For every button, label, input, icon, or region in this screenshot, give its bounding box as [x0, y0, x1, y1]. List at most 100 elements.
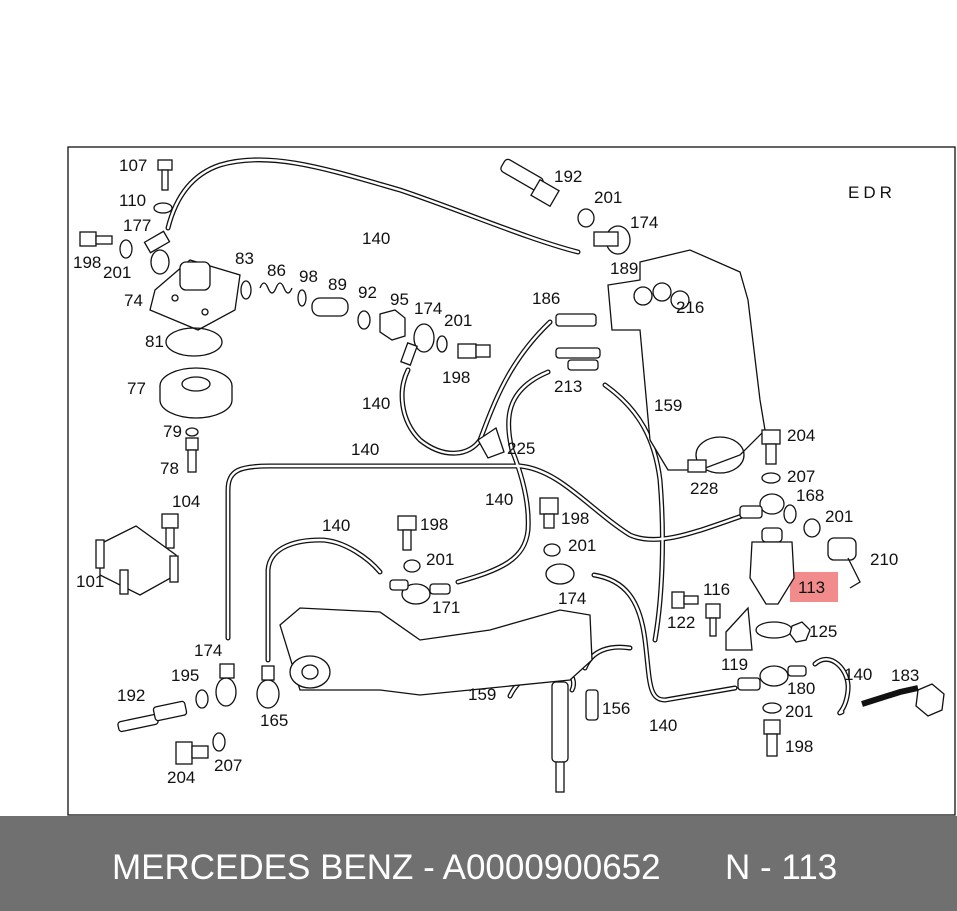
oring-81: [165, 327, 223, 357]
label-186: 186: [532, 289, 560, 308]
label-174: 174: [414, 299, 442, 318]
label-183: 183: [891, 666, 919, 685]
banjo-174c: [545, 563, 575, 585]
label-122: 122: [667, 613, 695, 632]
position-number-text: N - 113: [725, 848, 838, 887]
diagram-frame: [67, 146, 956, 816]
banjo-168: [739, 493, 797, 524]
bolt-198d: [539, 497, 559, 529]
label-116: 116: [703, 580, 730, 599]
corner-label: EDR: [848, 183, 896, 202]
label-204: 204: [167, 768, 195, 787]
clamp-225: [477, 426, 505, 459]
washer-201c: [577, 208, 595, 228]
label-216: 216: [676, 298, 704, 317]
bolt-198c: [397, 515, 417, 551]
cable-tie-228: [687, 436, 745, 474]
washer-201a: [119, 239, 133, 259]
label-174: 174: [194, 641, 222, 660]
label-107: 107: [119, 156, 147, 175]
part-number-text: MERCEDES BENZ - A0000900652: [112, 848, 661, 887]
label-140: 140: [362, 229, 390, 248]
bolt-116: [705, 603, 721, 637]
washer-207a: [761, 472, 781, 484]
banjo-174b: [593, 225, 631, 255]
label-201: 201: [568, 536, 596, 555]
bolt-198e: [763, 719, 781, 757]
washer-201g: [762, 702, 782, 714]
label-140: 140: [649, 716, 677, 735]
label-204: 204: [787, 426, 815, 445]
washer-207b: [212, 732, 226, 752]
label-180: 180: [787, 679, 815, 698]
label-192: 192: [554, 167, 582, 186]
washer-201b: [436, 335, 448, 353]
label-201: 201: [785, 702, 813, 721]
ring-83: [240, 280, 252, 300]
banjo-180: [737, 665, 807, 691]
label-201: 201: [825, 507, 853, 526]
label-174: 174: [630, 213, 658, 232]
label-86: 86: [267, 261, 286, 280]
fitting-156: [585, 689, 599, 721]
label-119: 119: [721, 655, 748, 674]
clip-110: [153, 202, 173, 214]
label-210: 210: [870, 550, 898, 569]
washer-195: [195, 689, 209, 709]
bolt-204b: [175, 741, 209, 765]
disc-98: [297, 289, 307, 307]
label-201: 201: [426, 550, 454, 569]
label-81: 81: [145, 332, 164, 351]
label-159: 159: [654, 396, 682, 415]
bolt-107: [157, 159, 173, 191]
label-125: 125: [809, 622, 837, 641]
bolt-104: [161, 513, 179, 549]
washer-92: [357, 310, 371, 330]
washer-201e: [403, 559, 421, 573]
label-201: 201: [444, 311, 472, 330]
label-74: 74: [124, 291, 143, 310]
banjo-177: [143, 230, 171, 275]
label-174: 174: [558, 589, 586, 608]
label-177: 177: [123, 216, 151, 235]
label-140: 140: [485, 490, 513, 509]
bracket-74: [149, 259, 241, 331]
label-207: 207: [787, 467, 815, 486]
label-95: 95: [390, 290, 409, 309]
pipe-183: [861, 683, 945, 717]
bolt-122: [671, 591, 699, 609]
label-198: 198: [785, 737, 813, 756]
label-140: 140: [362, 394, 390, 413]
label-198: 198: [442, 368, 470, 387]
label-192: 192: [117, 686, 145, 705]
label-113: 113: [798, 578, 825, 597]
washer-201d: [803, 518, 821, 538]
label-198: 198: [420, 515, 448, 534]
label-225: 225: [507, 439, 535, 458]
bracket-119: [725, 606, 753, 651]
label-79: 79: [163, 422, 182, 441]
callout-labels: EDR 107 110 177 198 201 74 140 83 86 98 …: [73, 156, 919, 787]
label-159: 159: [468, 685, 496, 704]
banjo-174d: [215, 663, 237, 707]
label-98: 98: [299, 267, 318, 286]
bolt-198b: [457, 343, 491, 359]
banjo-174a: [400, 323, 435, 366]
label-228: 228: [690, 479, 718, 498]
footer-bar: [0, 816, 957, 911]
label-140: 140: [322, 516, 350, 535]
banjo-171: [389, 579, 451, 605]
clamp-band: [755, 621, 793, 639]
components: [79, 158, 945, 793]
label-201: 201: [594, 188, 622, 207]
bolt-78: [185, 437, 199, 473]
label-171: 171: [432, 598, 460, 617]
label-168: 168: [796, 486, 824, 505]
injection-pump: [607, 249, 766, 471]
label-140: 140: [844, 665, 872, 684]
label-198: 198: [73, 253, 101, 272]
label-165: 165: [260, 711, 288, 730]
valve-210: [827, 537, 861, 589]
banjo-165: [256, 665, 280, 709]
